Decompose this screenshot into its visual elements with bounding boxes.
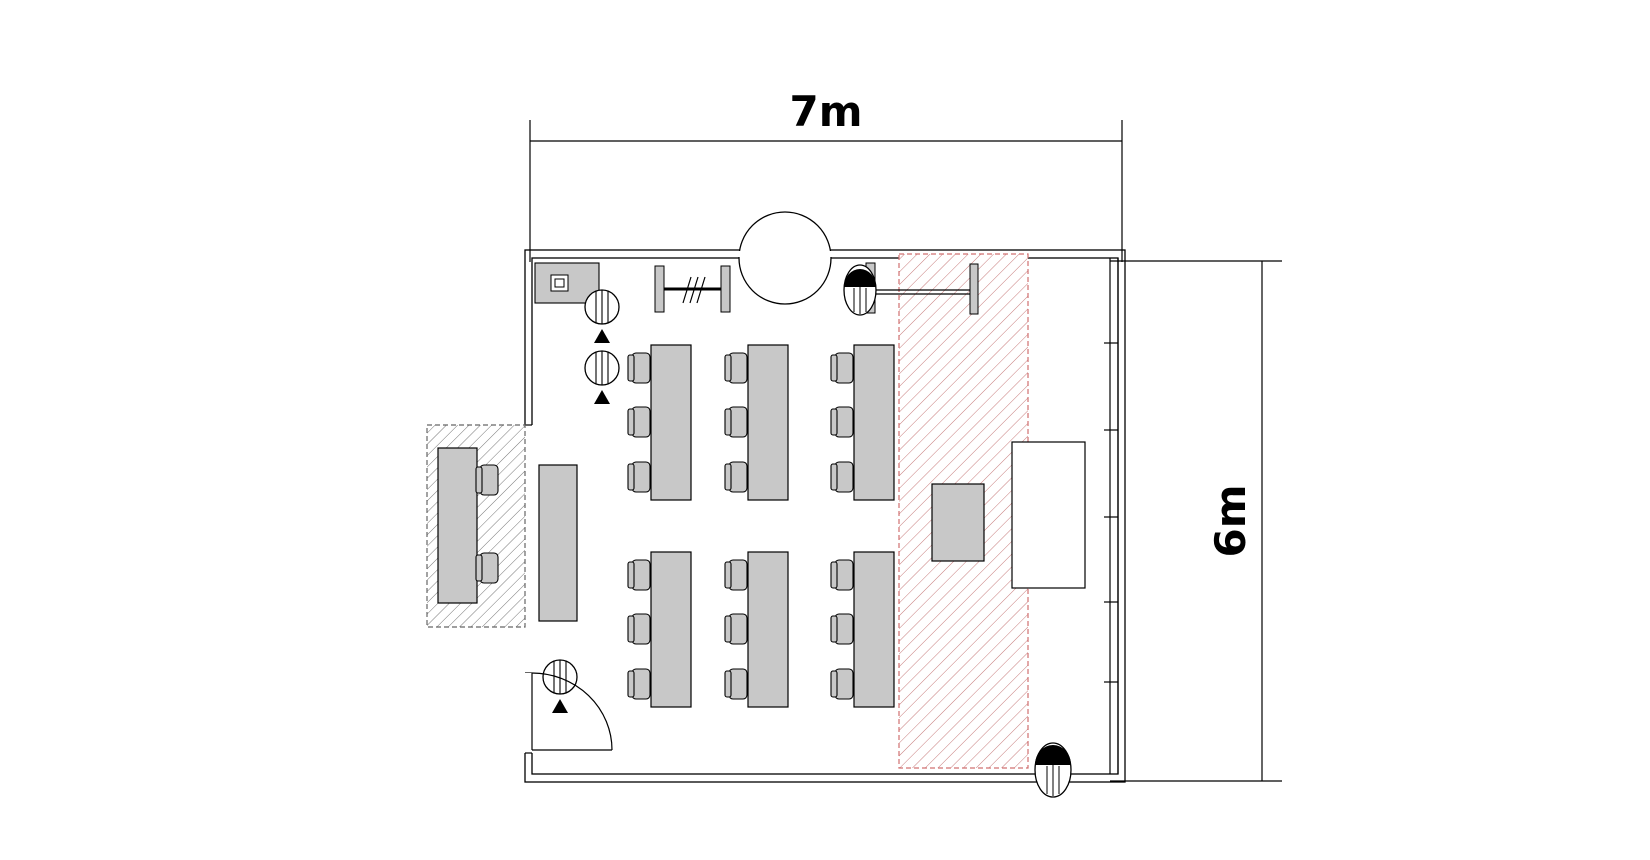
table-group (724, 551, 789, 708)
door-swing-icon (531, 672, 613, 751)
width-dimension: 7m (529, 87, 1123, 262)
side-counter (538, 464, 578, 622)
camera-icon (542, 659, 578, 714)
lectern (931, 483, 985, 562)
table-group (627, 344, 692, 501)
table-group (724, 344, 789, 501)
screen (1011, 441, 1086, 589)
projector-icon (843, 262, 979, 316)
reception-chair (475, 464, 499, 496)
table-group (830, 551, 895, 708)
speaker-icon (1034, 742, 1072, 798)
reception-chair (475, 552, 499, 584)
switch-panel-icon (534, 262, 600, 304)
pillar-icon (730, 211, 840, 305)
width-label: 7m (790, 87, 863, 136)
height-label: 6m (1206, 485, 1255, 558)
reception-desk (437, 447, 499, 604)
camera-icon (584, 350, 620, 405)
camera-icon (584, 289, 620, 344)
table-group (830, 344, 895, 501)
coat-rack-icon (654, 265, 731, 313)
height-dimension: 6m (1110, 260, 1282, 782)
table-group (627, 551, 692, 708)
